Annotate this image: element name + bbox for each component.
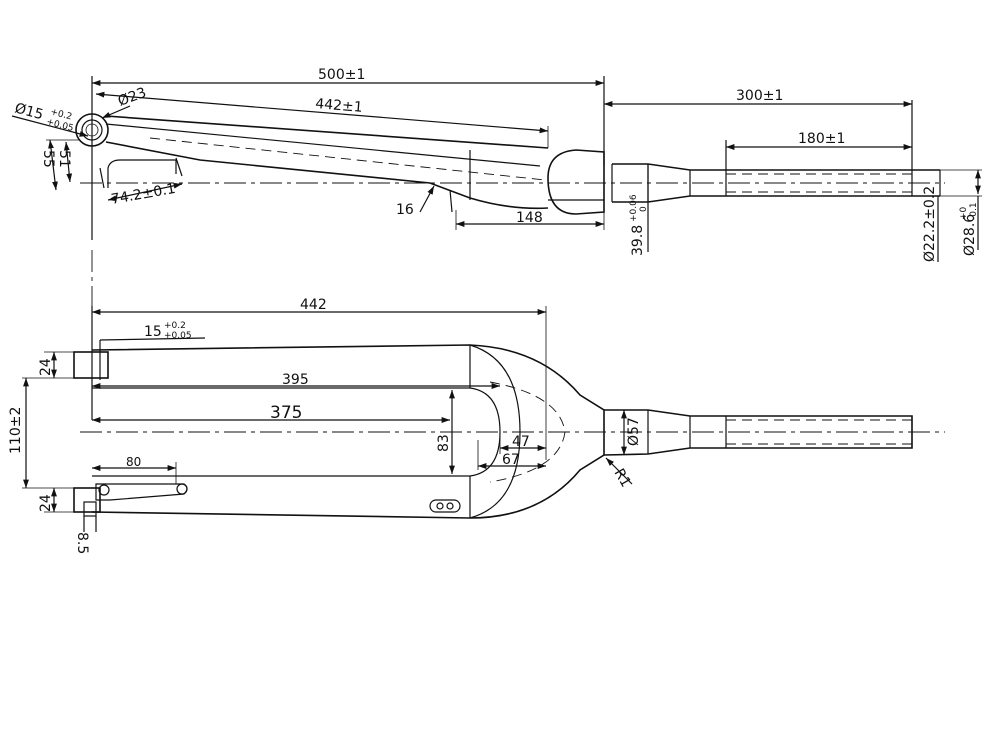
dim-83-label: 83 [436, 434, 452, 452]
disc-mount-bolt-1 [98, 484, 110, 496]
dim-top-15-tol-up: +0.2 [164, 321, 186, 331]
dim-500-label: 500±1 [318, 67, 365, 83]
dim-110-label: 110±2 [8, 407, 24, 454]
dim-286-label: Ø28.6 [962, 214, 978, 256]
dim-55-label: 55 [40, 150, 56, 168]
dim-r1-leader [605, 457, 633, 485]
disc-mount-block [83, 501, 97, 517]
dim-dia23-leader [101, 105, 131, 119]
dim-55-line [48, 139, 58, 191]
dim-398-label: 39.8 [630, 225, 646, 256]
dim-top-24-label: 24 [38, 358, 54, 376]
dim-742-line [107, 182, 183, 202]
disc-tab-pin-right [175, 157, 183, 177]
disc-mount-bolt-2 [176, 483, 188, 495]
dim-442-label: 442±1 [315, 96, 364, 116]
dim-85-label: 8.5 [74, 532, 90, 554]
crown-inner-curve [469, 344, 521, 519]
dim-47-label: 47 [512, 434, 530, 450]
eyelet [429, 499, 461, 513]
dim-395-label: 395 [282, 372, 309, 388]
fork-outer-outline [91, 344, 605, 519]
dim-148-label: 148 [516, 210, 543, 226]
dropout-top [73, 351, 109, 379]
dim-dia23-label: Ø23 [116, 85, 149, 110]
dim-16-leader [419, 185, 435, 213]
dim-dia15-label: Ø15 [13, 100, 45, 123]
eyelet-hole-1 [436, 502, 444, 510]
dim-286-tol-up: +0 [959, 206, 969, 220]
dim-222-label: Ø22.2±0.2 [922, 186, 938, 262]
dim-375-label: 375 [270, 403, 302, 423]
dim-286-tol-dn: -0.1 [969, 202, 979, 220]
steerer-top-edge [612, 163, 940, 171]
dim-top-15-label: 15 [144, 324, 162, 340]
dim-742-label: 74.2±0.1 [110, 181, 177, 208]
dim-top-15-tol-dn: +0.05 [164, 331, 192, 341]
crown-side [547, 149, 605, 215]
dim-16-ext [449, 189, 453, 213]
side-view: 500±1 300±1 442±1 180±1 Ø15 +0.2 +0.05 Ø… [11, 67, 982, 315]
dim-67-label: 67 [502, 452, 520, 468]
steerer-top-outline [603, 409, 913, 456]
dim-r1-label: R1 [611, 466, 634, 490]
dim-398-tol-dn: 0 [639, 206, 649, 212]
dim-51-label: 51 [56, 150, 72, 168]
dim-bottom-24-label: 24 [38, 494, 54, 512]
steerer-bottom-edge [612, 195, 940, 203]
blade-hidden-line [149, 137, 546, 181]
dim-51-line [63, 141, 73, 183]
crown-hidden-curve [489, 381, 566, 483]
dim-top-15-leader [99, 337, 206, 341]
dim-top-442-label: 442 [300, 297, 327, 313]
disc-mount-tab [107, 159, 177, 188]
dim-442-line [95, 91, 549, 134]
eyelet-hole-2 [446, 502, 454, 510]
dim-180-label: 180±1 [798, 131, 845, 147]
dim-16-label: 16 [396, 202, 414, 218]
blade-top-edge [105, 115, 549, 149]
disc-tab-pin-left [99, 167, 105, 189]
disc-mount-top [95, 483, 188, 501]
dim-57-label: Ø57 [626, 417, 642, 446]
dim-80-label: 80 [126, 455, 141, 469]
dim-398-tol-up: +0.06 [629, 194, 639, 222]
dim-300-label: 300±1 [736, 88, 783, 104]
top-view: 442 15 +0.2 +0.05 24 110±2 24 395 375 83… [8, 297, 945, 554]
blade-bottom-edge [105, 141, 549, 210]
dim-dia15-leader [11, 115, 89, 137]
